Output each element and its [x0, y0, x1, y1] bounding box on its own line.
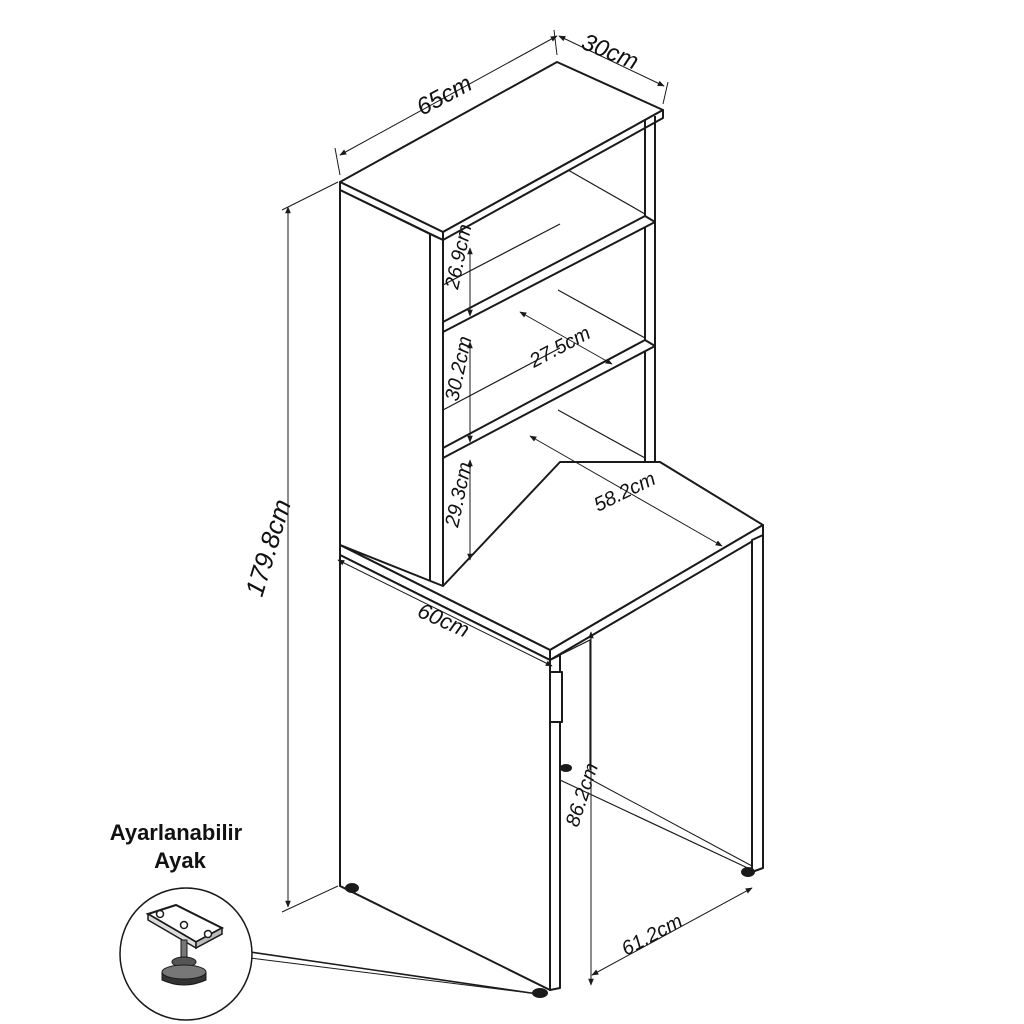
adjustable-foot-callout: Ayarlanabilir Ayak	[110, 820, 253, 1021]
desk-right-leg	[751, 534, 764, 873]
dim-cabinet-depth: 61.2cm	[618, 910, 686, 960]
foot-right-icon	[741, 867, 755, 877]
dim-shelf-gap-3: 29.3cm	[441, 460, 476, 530]
dimension-lines	[249, 29, 753, 995]
callout-label-line2: Ayak	[154, 848, 207, 873]
adjustable-foot-icon	[145, 903, 225, 986]
foot-front-icon	[532, 988, 548, 998]
dim-shelf-gap-2: 30.2cm	[441, 334, 476, 403]
foot-left-icon	[345, 883, 359, 893]
hutch-left-panel	[339, 189, 431, 583]
door-hinge	[549, 671, 563, 723]
shelf-1	[442, 215, 656, 333]
shelf-2	[442, 339, 656, 459]
hutch-unit	[339, 61, 664, 587]
dim-top-depth: 30cm	[578, 29, 643, 76]
callout-label-line1: Ayarlanabilir	[110, 820, 243, 845]
foot-back-icon	[560, 764, 572, 772]
